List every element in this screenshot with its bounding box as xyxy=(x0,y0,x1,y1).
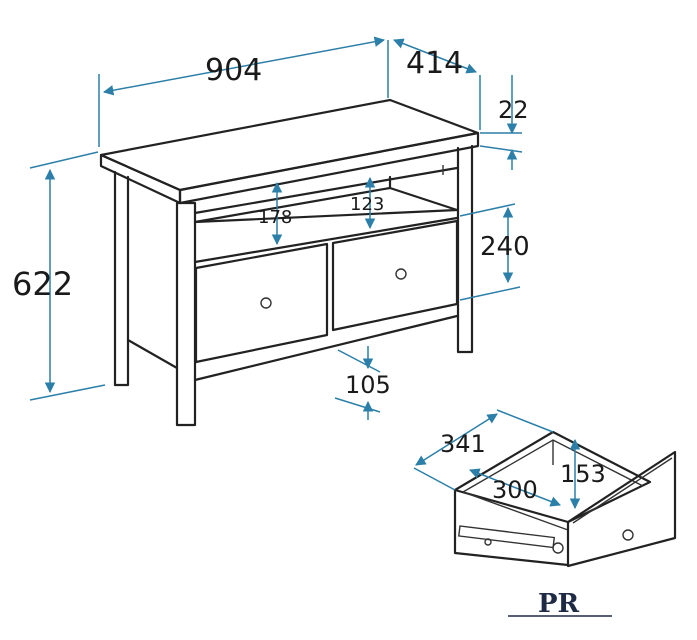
left-drawer-front xyxy=(194,242,329,364)
drawer-inner-width-label: 300 xyxy=(492,476,538,504)
drawer-detail-drawing xyxy=(453,430,677,568)
dimension-lines xyxy=(29,36,523,420)
drawer-depth-dimension-line xyxy=(415,413,498,466)
drawer-runner xyxy=(458,525,556,549)
tabletop-top xyxy=(99,98,480,192)
cabinet-drawing xyxy=(99,98,480,427)
logo-mark: PR xyxy=(538,589,580,619)
drawer-depth-label: 341 xyxy=(440,430,486,458)
tabletop-front xyxy=(178,131,480,205)
shelf-front xyxy=(193,208,459,224)
height-label: 622 xyxy=(12,265,73,303)
runner-stop xyxy=(552,542,564,554)
drawer-inner-width-dimension-line xyxy=(469,468,561,507)
top-thickness-label: 22 xyxy=(498,96,529,124)
drawer-top-rim xyxy=(453,430,652,524)
drawer-dimension-lines xyxy=(413,409,581,510)
shelf-top-edge xyxy=(193,166,459,215)
drawer-frame-bottom xyxy=(193,314,459,382)
shelf-gap-label: 178 xyxy=(258,207,292,228)
right-drawer-knob xyxy=(395,268,407,280)
drawer-front-panel xyxy=(566,450,677,568)
right-drawer-front xyxy=(331,219,459,332)
plinth-label: 105 xyxy=(345,371,391,399)
depth-dimension-line xyxy=(393,38,477,74)
drawer-front-inner-edge xyxy=(572,457,673,524)
drawer-knob xyxy=(622,529,634,541)
width-label: 904 xyxy=(205,53,262,88)
left-side-bottom xyxy=(126,338,179,370)
drawer-left-side xyxy=(453,488,570,567)
brand-logo: PR xyxy=(508,589,612,619)
tabletop-front-left xyxy=(99,153,182,205)
drawer-inner-height-label: 153 xyxy=(560,460,606,488)
drawer-height-label: 240 xyxy=(480,232,530,262)
front-left-leg xyxy=(175,201,197,427)
runner-wheel xyxy=(484,538,492,546)
shelf-opening-label: 123 xyxy=(350,194,384,215)
depth-label: 414 xyxy=(406,46,463,81)
width-dimension-line xyxy=(102,36,386,96)
front-right-leg xyxy=(456,144,474,354)
left-drawer-knob xyxy=(260,297,272,309)
left-back-leg xyxy=(113,175,130,387)
drawer-frame-top xyxy=(193,216,459,264)
